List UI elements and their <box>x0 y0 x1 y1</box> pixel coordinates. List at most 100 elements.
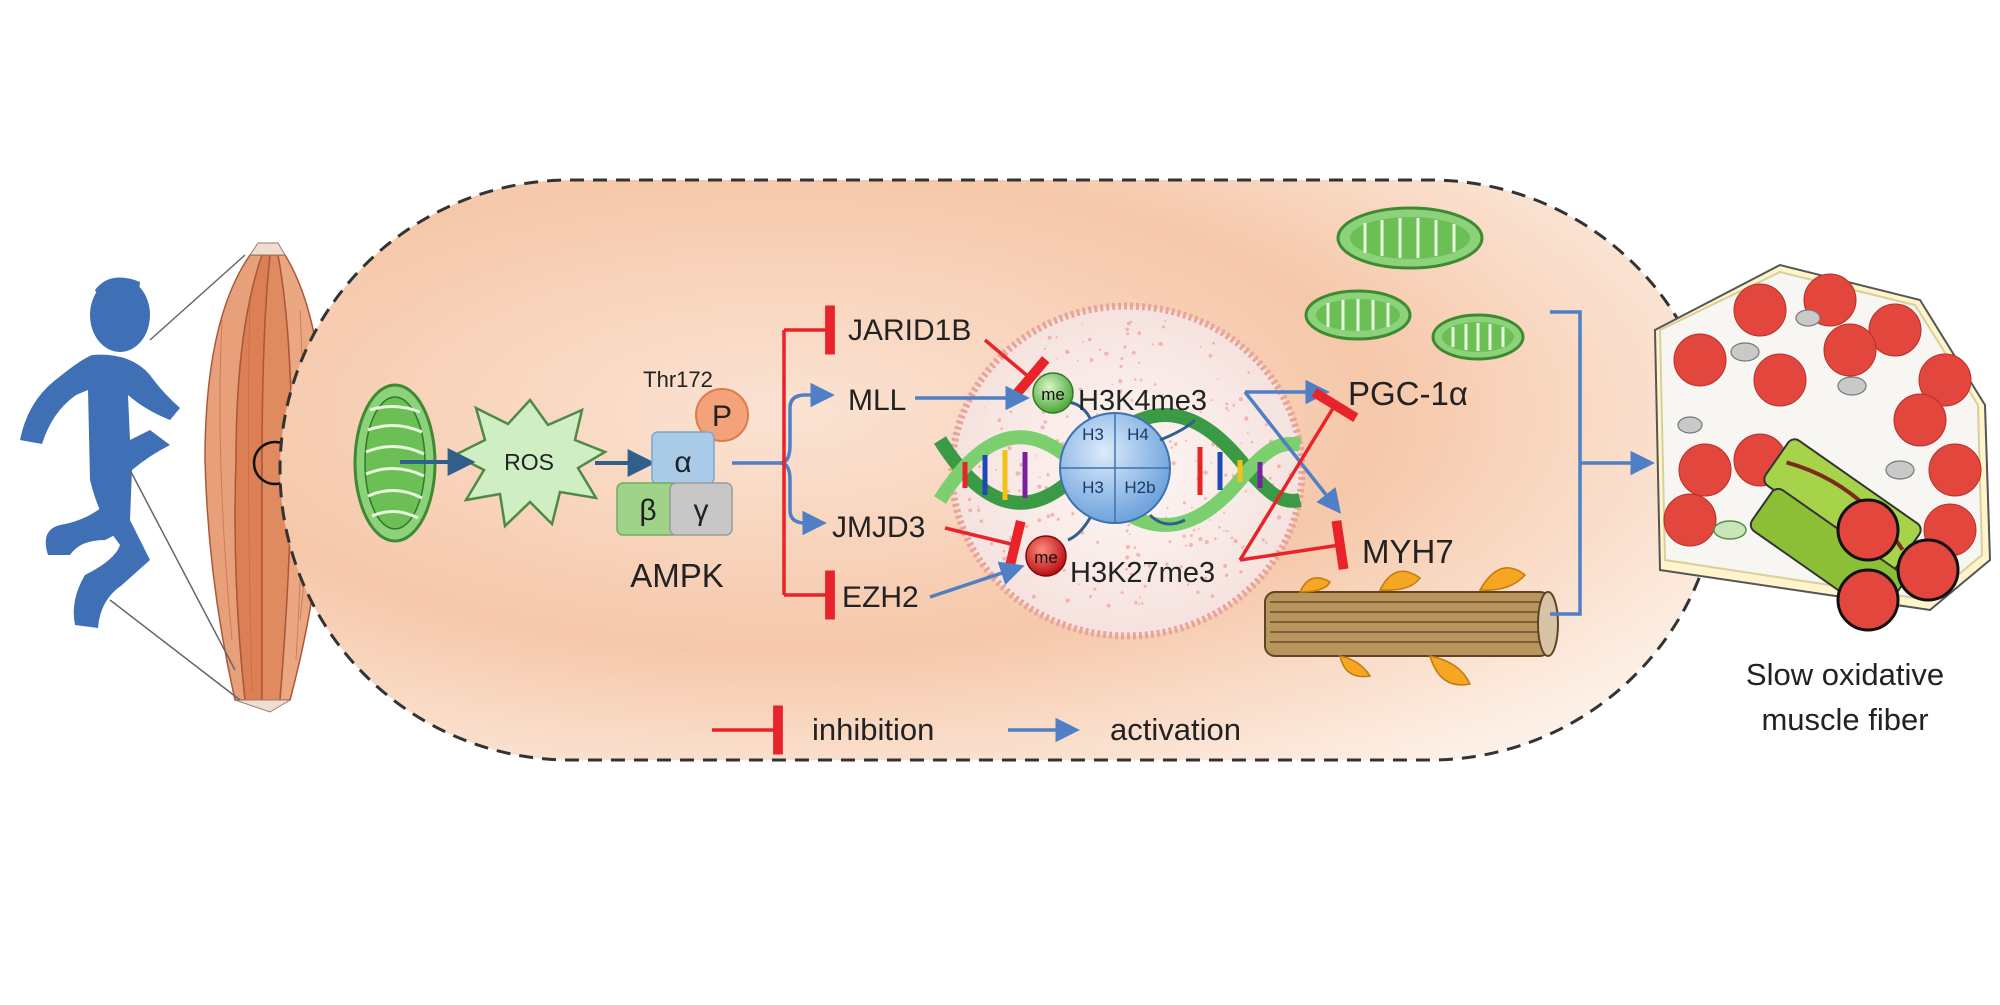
nucleus-speckle <box>1212 341 1215 345</box>
nucleus-speckle <box>1213 537 1217 541</box>
nucleus-speckle <box>1170 446 1173 449</box>
nucleus-speckle <box>1158 341 1163 346</box>
nucleus-speckle <box>1265 423 1268 427</box>
nucleus-speckle <box>1046 514 1051 519</box>
nucleus-speckle <box>977 508 981 512</box>
myh7-label: MYH7 <box>1362 533 1454 570</box>
fiber-caption-line2: muscle fiber <box>1761 702 1928 737</box>
nucleus-speckle <box>1250 440 1254 444</box>
nucleus-speckle <box>1119 364 1123 369</box>
nucleus-speckle <box>1208 353 1213 358</box>
nucleus-speckle <box>1203 470 1208 475</box>
nucleus-speckle <box>1078 583 1081 585</box>
nucleus-speckle <box>1056 357 1058 360</box>
nucleus-speckle <box>1194 459 1197 462</box>
nucleus-speckle <box>1019 462 1023 467</box>
nucleus-speckle <box>1210 399 1213 402</box>
fiber-circle <box>1673 333 1727 387</box>
nucleus-speckle <box>1037 484 1042 489</box>
nucleus-speckle <box>1126 332 1130 336</box>
nucleus-speckle <box>1144 389 1149 393</box>
nucleus-speckle <box>1225 402 1229 406</box>
nucleus-speckle <box>1166 507 1169 510</box>
nucleus-speckle <box>1204 540 1209 545</box>
nucleus-speckle <box>1005 556 1008 559</box>
muscle-fiber-cross-section-icon <box>1653 263 1992 632</box>
nucleus-speckle <box>1223 511 1225 514</box>
nucleus-speckle <box>1000 427 1003 430</box>
thr172-label: Thr172 <box>643 367 713 392</box>
nucleus-speckle <box>1216 378 1219 380</box>
nucleus-speckle <box>1109 560 1113 563</box>
fiber-circle <box>1753 353 1807 407</box>
output-arrows <box>1238 379 1359 570</box>
histone-h3-bottom: H3 <box>1082 478 1104 497</box>
nucleus-speckle <box>1223 563 1228 568</box>
nucleus-speckle <box>1047 335 1052 340</box>
nucleus-speckle <box>1071 512 1075 516</box>
nucleus-speckle <box>1210 594 1215 598</box>
nucleus-speckle <box>1233 538 1238 544</box>
nucleus-speckle <box>1031 594 1036 599</box>
nucleus-speckle <box>1225 406 1228 410</box>
nucleus-speckle <box>1043 420 1048 424</box>
nucleus-speckle <box>1055 336 1058 339</box>
nucleus-speckle <box>1153 383 1157 386</box>
ampk-branches <box>732 305 835 620</box>
nucleus-speckle <box>1096 540 1100 544</box>
nucleus-speckle <box>1265 541 1268 544</box>
fiber-circle <box>1823 323 1877 377</box>
nucleus-speckle <box>994 469 997 471</box>
nucleus-speckle <box>1046 473 1050 477</box>
nucleus-speckle <box>1104 351 1109 356</box>
nucleus-speckle <box>1203 496 1207 500</box>
methyl-mark-red: me <box>1025 535 1067 577</box>
nucleus-speckle <box>1040 425 1045 430</box>
nucleus-speckle <box>1002 549 1006 553</box>
nucleus-speckle <box>1138 596 1141 599</box>
me-red-label: me <box>1034 548 1058 567</box>
nucleus-speckle <box>1139 378 1143 382</box>
nucleus-speckle <box>1143 565 1146 568</box>
legend-inhibition-label: inhibition <box>812 712 934 747</box>
ampk-label: AMPK <box>630 557 724 594</box>
nucleus-speckle <box>1007 446 1012 451</box>
jmjd3-label: JMJD3 <box>832 511 925 544</box>
nucleus-speckle <box>1131 350 1136 355</box>
runner-silhouette <box>20 277 180 628</box>
nucleus-speckle <box>1125 327 1129 332</box>
nucleus-speckle <box>979 519 984 523</box>
nucleus-speckle <box>1230 536 1234 539</box>
nucleus-speckle <box>1184 544 1188 547</box>
nucleus-speckle <box>1198 537 1203 541</box>
nucleus-speckle <box>1162 325 1166 329</box>
fiber-circle <box>1663 493 1717 547</box>
ezh2-label: EZH2 <box>842 581 919 614</box>
nucleus-speckle <box>1240 442 1243 444</box>
methyl-mark-green: me <box>1032 372 1074 414</box>
nucleus-speckle <box>1137 554 1141 557</box>
nucleus-speckle <box>968 508 973 513</box>
nucleus-speckle <box>1241 546 1244 549</box>
nucleus-speckle <box>1095 412 1099 416</box>
nucleus-speckle <box>1232 403 1236 407</box>
nucleus-speckle <box>1089 594 1093 599</box>
nucleus-speckle <box>1224 473 1228 477</box>
nucleus-speckle <box>1168 440 1172 443</box>
nucleus-speckle <box>1268 476 1272 480</box>
ampk-complex: Thr172 P α β γ AMPK <box>616 367 749 594</box>
nucleus-speckle <box>1190 506 1193 509</box>
mll-label: MLL <box>848 384 906 417</box>
ros-label: ROS <box>504 449 554 475</box>
nucleus-speckle <box>1272 483 1274 486</box>
nucleus-speckle <box>1120 591 1123 594</box>
fiber-circle <box>1678 443 1732 497</box>
nucleus-speckle <box>1037 518 1042 523</box>
nucleus-speckle <box>1238 397 1243 402</box>
nucleus-speckle <box>1018 489 1021 493</box>
fiber-circle <box>1733 283 1787 337</box>
nucleus-speckle <box>1125 567 1129 571</box>
mitochondria-cluster <box>1304 206 1525 361</box>
nucleus-speckle <box>1244 416 1249 421</box>
nucleus-speckle <box>1218 526 1221 529</box>
